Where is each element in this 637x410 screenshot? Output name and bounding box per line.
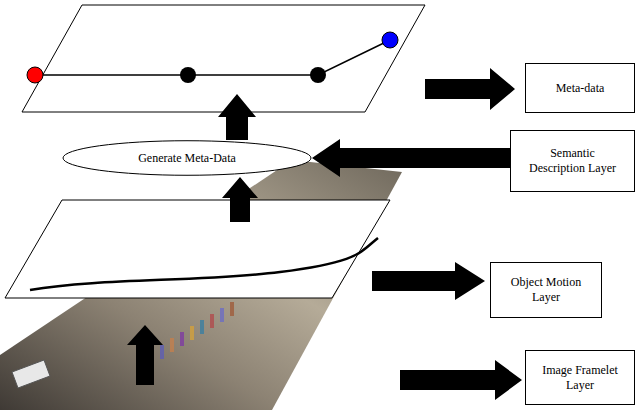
block-arrow [312,139,510,177]
camera [12,360,50,388]
block-arrow [400,360,522,400]
block-arrow [127,325,163,385]
layer-label-box: Object Motion Layer [490,262,602,318]
node-text-group: Generate Meta-Data [138,151,236,166]
node-label: Meta-data [556,81,605,96]
node-label: Image Framelet Layer [538,363,622,393]
video-frame [0,160,402,410]
layer-label-box: Image Framelet Layer [525,350,635,405]
track-point [180,67,196,83]
block-arrow [425,68,515,110]
metadata-plane [22,5,425,112]
node-label: Semantic Description Layer [523,146,622,176]
node-label: Generate Meta-Data [138,151,236,166]
block-arrow [222,177,258,222]
node-text-group: Semantic Description Layer [523,146,622,176]
node-label: Object Motion Layer [503,275,589,305]
start-point [27,67,43,83]
node-text-group: Object Motion Layer [503,275,589,305]
output-box: Meta-data [525,63,635,113]
end-point [382,32,398,48]
motion-plane [5,200,390,298]
block-arrow [372,262,485,300]
node-text-group: Image Framelet Layer [538,363,622,393]
crowd-pattern [150,302,234,364]
block-arrow [218,94,256,140]
metadata-track [35,40,390,75]
track-point [310,67,326,83]
motion-trajectory [30,238,378,290]
layer-label-box: Semantic Description Layer [510,130,635,192]
node-text-group: Meta-data [556,81,605,96]
process-ellipse: Generate Meta-Data [62,140,312,176]
